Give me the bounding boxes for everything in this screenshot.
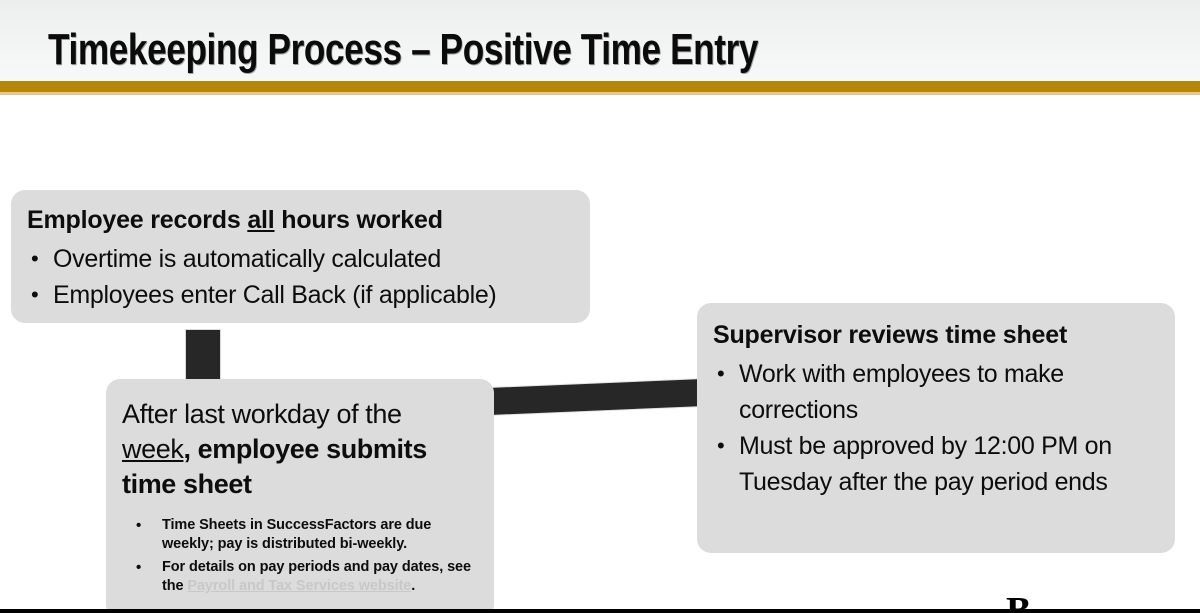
supervisor-reviews-heading: Supervisor reviews time sheet (713, 321, 1068, 349)
footer-logo-partial: B (1006, 592, 1031, 610)
gold-divider-rule (0, 81, 1200, 92)
employee-submits-subbullet-list: Time Sheets in SuccessFactors are due we… (122, 516, 476, 596)
page-title: Timekeeping Process – Positive Time Entr… (48, 25, 759, 74)
employee-records-heading-before: Employee records (27, 206, 248, 234)
employee-records-heading-after: hours worked (274, 206, 443, 234)
list-item: Employees enter Call Back (if applicable… (27, 277, 574, 313)
employee-records-heading-emphasis: all (247, 206, 275, 234)
footer-rule (0, 609, 1200, 613)
employee-submits-headline-emphasis: week (122, 434, 184, 464)
gold-divider-rule-light (0, 92, 1200, 95)
list-item: For details on pay periods and pay dates… (122, 558, 476, 596)
employee-submits-headline-regular: After last workday of the (122, 399, 402, 429)
employee-records-bullet-list: Overtime is automatically calculated Emp… (27, 241, 574, 313)
supervisor-reviews-bullet-list: Work with employees to make corrections … (713, 356, 1155, 500)
process-box-supervisor-reviews: Supervisor reviews time sheet Work with … (697, 303, 1175, 553)
employee-submits-headline-bold: , employee submits time sheet (122, 434, 427, 499)
header-band (0, 0, 1200, 81)
list-item: Time Sheets in SuccessFactors are due we… (122, 516, 476, 554)
list-item: Must be approved by 12:00 PM on Tuesday … (713, 428, 1155, 500)
list-item: Work with employees to make corrections (713, 356, 1155, 428)
employee-submits-headline: After last workday of the week, employee… (122, 397, 476, 502)
connector-horizontal-box2-to-box3 (488, 378, 708, 415)
subbullet-text: For details on pay periods and pay dates… (162, 559, 471, 594)
list-item: Overtime is automatically calculated (27, 241, 574, 277)
employee-records-heading: Employee records all hours worked (27, 204, 574, 237)
subbullet-text: Time Sheets in SuccessFactors are due we… (162, 517, 432, 552)
process-box-employee-records: Employee records all hours worked Overti… (11, 190, 590, 323)
payroll-tax-services-link[interactable]: Payroll and Tax Services website (187, 578, 412, 594)
subbullet-tail: . (411, 578, 416, 594)
process-box-employee-submits: After last workday of the week, employee… (106, 379, 494, 613)
